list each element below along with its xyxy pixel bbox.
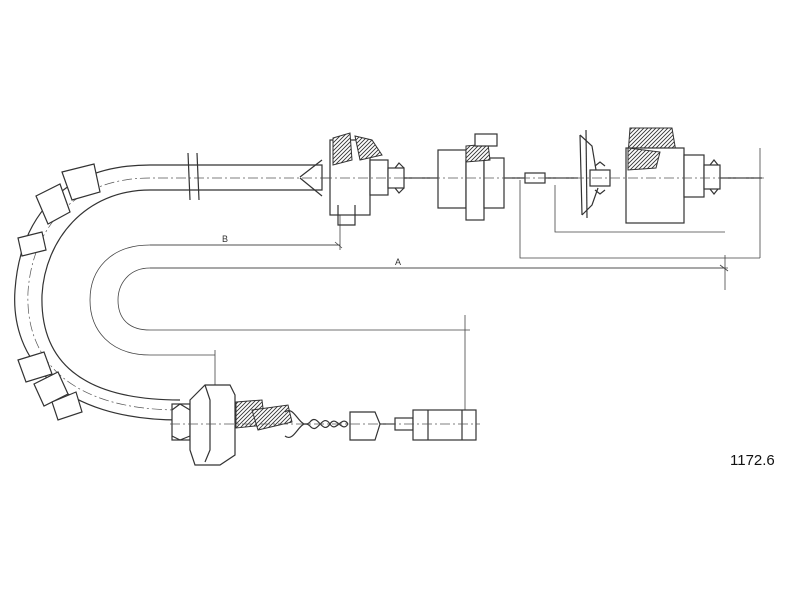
- dimension-a-label: A: [395, 257, 401, 267]
- lower-terminal-ferrule: [394, 409, 477, 441]
- upper-adjuster-block: [404, 133, 525, 221]
- upper-sheath-end-fitting: [299, 132, 405, 226]
- upper-end-clevis: [625, 127, 762, 224]
- dimension-b: B: [150, 160, 343, 250]
- part-number-label: 1172.6: [730, 452, 775, 469]
- dimension-a: A: [150, 255, 729, 290]
- protective-sleeves: [17, 163, 101, 421]
- lower-end-flange: [171, 384, 293, 466]
- upper-threaded-rod: [524, 129, 611, 219]
- inner-cable-loop: [89, 244, 725, 356]
- dimension-b-label: B: [222, 234, 228, 244]
- sheath-break-mark: [187, 152, 200, 201]
- lower-rubber-boot: [284, 409, 395, 441]
